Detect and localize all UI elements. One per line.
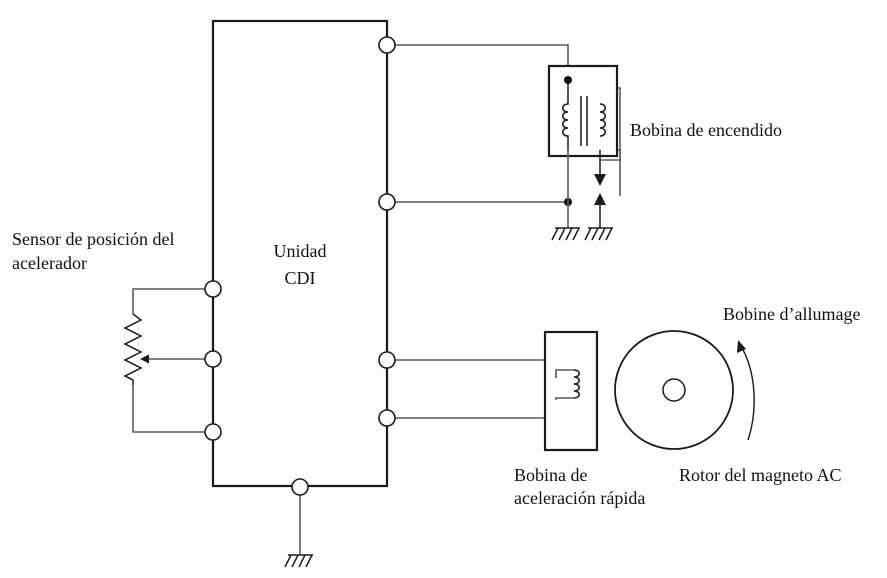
cdi-unit-label-line2: CDI xyxy=(285,268,316,288)
wire-accel-coil-inner xyxy=(555,369,574,400)
wire-cdi-to-accel-coil-top xyxy=(395,359,557,378)
throttle-sensor-resistor-icon xyxy=(123,313,143,385)
wire-cdi-to-ignition-coil xyxy=(395,44,569,80)
ignition-coil-fr-label: Bobine d’allumage xyxy=(723,304,860,324)
throttle-sensor-label-line2: acelerador xyxy=(12,253,87,273)
spark-gap-down-arrow-icon xyxy=(594,174,606,186)
cdi-terminal-sensor-wiper xyxy=(204,350,222,368)
accel-coil-label-line2: aceleración rápida xyxy=(514,488,645,508)
spark-gap-up-arrow-icon xyxy=(594,193,606,205)
magneto-rotor-label: Rotor del magneto AC xyxy=(679,465,841,485)
ignition-coil-primary-icon xyxy=(562,80,569,150)
ignition-coil-label: Bobina de encendido xyxy=(630,120,782,140)
ignition-coil-box xyxy=(547,64,619,158)
ground-icon-cdi xyxy=(284,554,313,568)
wire-sensor-top xyxy=(132,288,205,314)
cdi-terminal-ground xyxy=(291,478,309,496)
cdi-terminal-ignition xyxy=(378,36,396,54)
magneto-rotor-hub-icon xyxy=(662,378,686,402)
cdi-unit-label-line1: Unidad xyxy=(274,241,327,261)
cdi-unit-box xyxy=(211,19,389,488)
junction-dot-coil-top xyxy=(564,76,572,84)
ground-icon-coil xyxy=(551,227,580,241)
accel-coil-label-line1: Bobina de xyxy=(514,465,588,485)
accel-coil-winding-icon xyxy=(573,369,580,399)
ignition-coil-secondary-icon xyxy=(599,103,606,137)
wire-sensor-bottom xyxy=(132,385,205,433)
wire-coil-right-to-spark xyxy=(600,150,621,161)
throttle-sensor-label-line1: Sensor de posición del xyxy=(12,229,174,249)
accel-coil-box xyxy=(543,330,599,452)
ground-icon-spark-plug xyxy=(584,227,613,241)
rotation-arrowhead-icon xyxy=(737,340,746,353)
cdi-terminal-sensor-bottom xyxy=(204,423,222,441)
cdi-terminal-sensor-top xyxy=(204,280,222,298)
cdi-terminal-coil-ground xyxy=(378,193,396,211)
cdi-terminal-accel-bottom xyxy=(378,409,396,427)
wiper-arrowhead xyxy=(140,354,149,364)
cdi-terminal-accel-top xyxy=(378,351,396,369)
wire-cdi-to-accel-coil-bottom xyxy=(395,400,557,419)
rotation-arrow-icon xyxy=(740,345,755,441)
